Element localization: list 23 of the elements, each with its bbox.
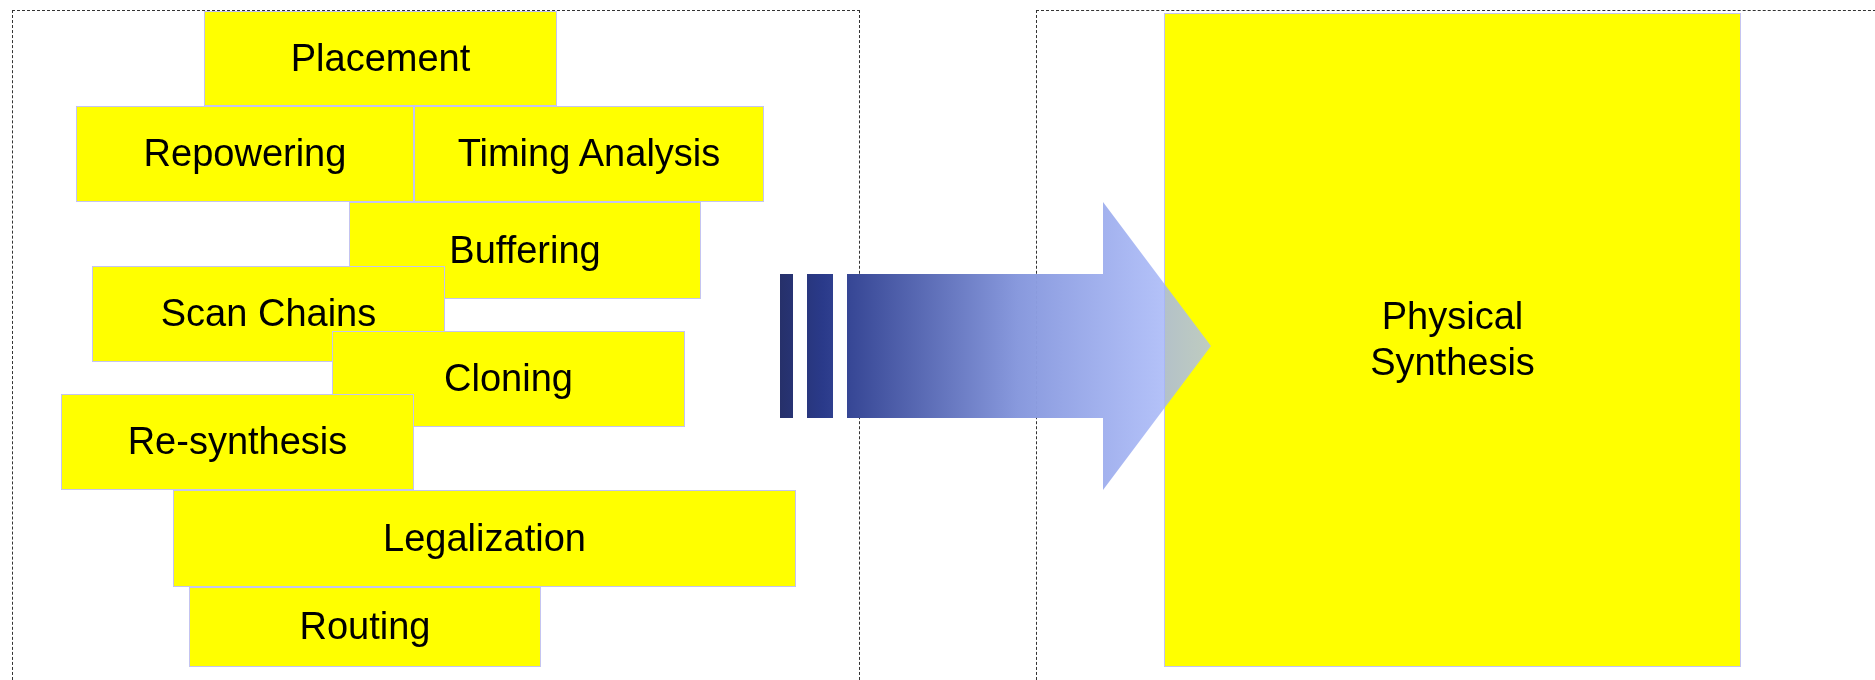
process-box [76, 106, 414, 202]
process-box [61, 394, 414, 490]
box-label: Routing [299, 604, 431, 650]
process-box [1164, 13, 1741, 667]
group-frame [1036, 10, 1875, 680]
process-box [204, 11, 557, 106]
process-box [332, 331, 685, 427]
process-box [349, 202, 701, 299]
box-label: Buffering [449, 227, 601, 273]
group-frame [12, 10, 860, 680]
box-label: Re-synthesis [127, 419, 348, 465]
box-label: Repowering [143, 131, 347, 177]
box-label: Scan Chains [160, 291, 377, 337]
box-label: Timing Analysis [457, 131, 721, 177]
box-label: Legalization [383, 515, 586, 561]
box-label: Physical Synthesis [1369, 294, 1536, 385]
block-arrow [780, 202, 1211, 490]
box-label: Cloning [444, 356, 573, 402]
process-box [414, 106, 764, 202]
process-box [189, 587, 541, 667]
process-box [92, 266, 445, 362]
box-label: Placement [290, 35, 471, 81]
process-box [173, 490, 796, 587]
